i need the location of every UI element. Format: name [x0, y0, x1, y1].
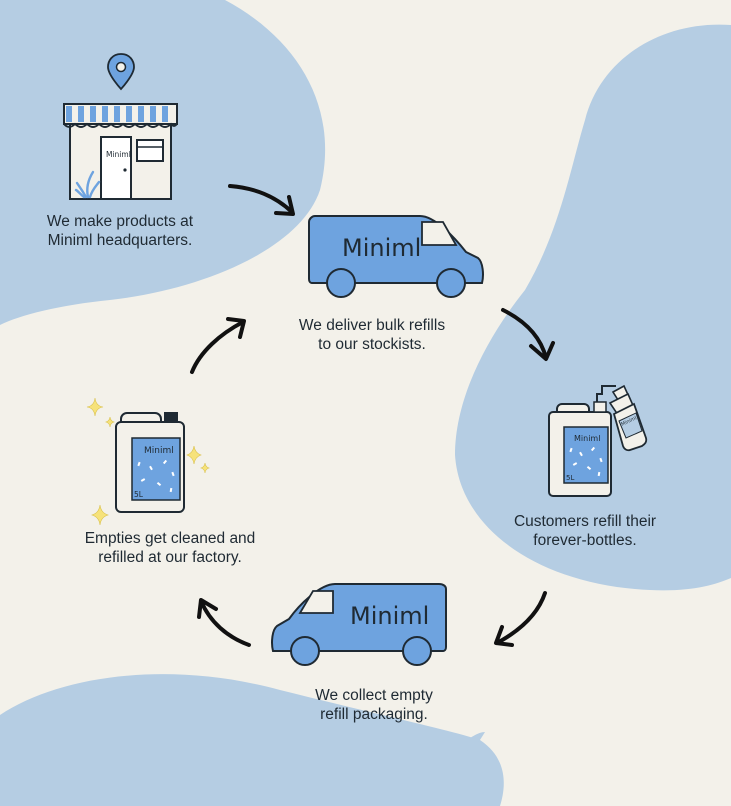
map-pin-icon — [107, 53, 135, 91]
cycle-arrow-icon — [501, 308, 555, 361]
container-brand-label: Miniml — [574, 434, 600, 443]
spray-bottle-icon — [608, 384, 648, 452]
container-size-label: 5L — [566, 474, 574, 482]
step-caption-deliver-refills: We deliver bulk refills to our stockists… — [282, 316, 462, 354]
caption-line: to our stockists. — [318, 336, 426, 353]
refill-container-icon — [115, 412, 185, 513]
caption-line: Miniml headquarters. — [47, 232, 193, 249]
container-size-label: 5L — [134, 490, 144, 499]
caption-line: Customers refill their — [513, 513, 657, 530]
background-blob-right — [455, 24, 731, 591]
van-logo-label: Miniml — [342, 234, 421, 262]
cycle-arrow-icon — [197, 598, 251, 647]
shop-sign-label: Miniml — [106, 150, 131, 159]
delivery-van-icon — [308, 215, 484, 298]
caption-line: We collect empty — [315, 687, 433, 704]
cycle-arrow-icon — [228, 184, 295, 216]
step-caption-collect-packaging: We collect empty refill packaging. — [284, 686, 464, 724]
background-blob-bottom — [0, 674, 504, 806]
refill-container-icon — [548, 385, 616, 497]
shop-icon — [63, 103, 178, 200]
step-caption-customers-refill: Customers refill their forever-bottles. — [495, 512, 675, 550]
cycle-arrow-icon — [190, 317, 246, 374]
background-blob-bottom-tip — [460, 732, 485, 752]
caption-line: Empties get cleaned and — [84, 530, 256, 547]
caption-line: refill packaging. — [320, 706, 428, 723]
van-logo-label: Miniml — [350, 602, 429, 630]
cycle-arrow-icon — [494, 591, 547, 647]
step-caption-make-products: We make products at Miniml headquarters. — [30, 212, 210, 250]
container-brand-label: Miniml — [144, 446, 174, 456]
delivery-van-icon — [271, 583, 447, 666]
caption-line: We deliver bulk refills — [298, 317, 446, 334]
caption-line: We make products at — [46, 213, 194, 230]
caption-line: forever-bottles. — [533, 532, 637, 549]
sparkle-icon — [86, 397, 211, 526]
caption-line: refilled at our factory. — [98, 549, 242, 566]
step-caption-clean-empties: Empties get cleaned and refilled at our … — [70, 529, 270, 567]
